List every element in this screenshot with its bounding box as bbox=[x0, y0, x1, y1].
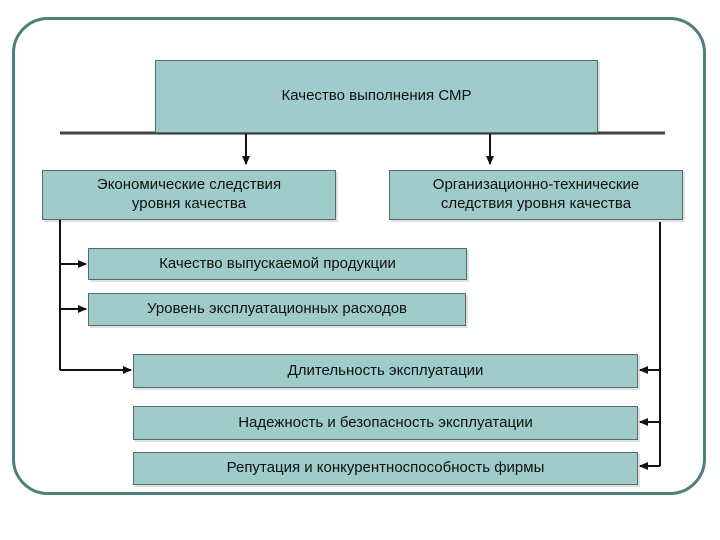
reliability-safety-label: Надежность и безопасность эксплуатации bbox=[238, 413, 533, 431]
company-reputation-label: Репутация и конкурентноспособность фирмы bbox=[226, 459, 545, 477]
diagram-frame bbox=[12, 17, 706, 495]
company-reputation-node: Репутация и конкурентноспособность фирмы bbox=[133, 452, 638, 485]
operating-expenses-label: Уровень эксплуатационных расходов bbox=[146, 300, 408, 318]
organizational-technical-consequences-label: Организационно-технические следствия уро… bbox=[432, 176, 640, 212]
root-node: Качество выполнения СМР bbox=[155, 60, 598, 133]
organizational-technical-consequences-node: Организационно-технические следствия уро… bbox=[389, 170, 683, 220]
service-life-label: Длительность эксплуатации bbox=[287, 361, 484, 379]
product-quality-label: Качество выпускаемой продукции bbox=[159, 254, 396, 272]
economic-consequences-node: Экономические следствия уровня качества bbox=[42, 170, 336, 220]
operating-expenses-node: Уровень эксплуатационных расходов bbox=[88, 293, 466, 326]
product-quality-node: Качество выпускаемой продукции bbox=[88, 248, 467, 280]
root-label: Качество выполнения СМР bbox=[281, 87, 472, 105]
economic-consequences-label: Экономические следствия уровня качества bbox=[96, 176, 282, 212]
reliability-safety-node: Надежность и безопасность эксплуатации bbox=[133, 406, 638, 440]
service-life-node: Длительность эксплуатации bbox=[133, 354, 638, 388]
